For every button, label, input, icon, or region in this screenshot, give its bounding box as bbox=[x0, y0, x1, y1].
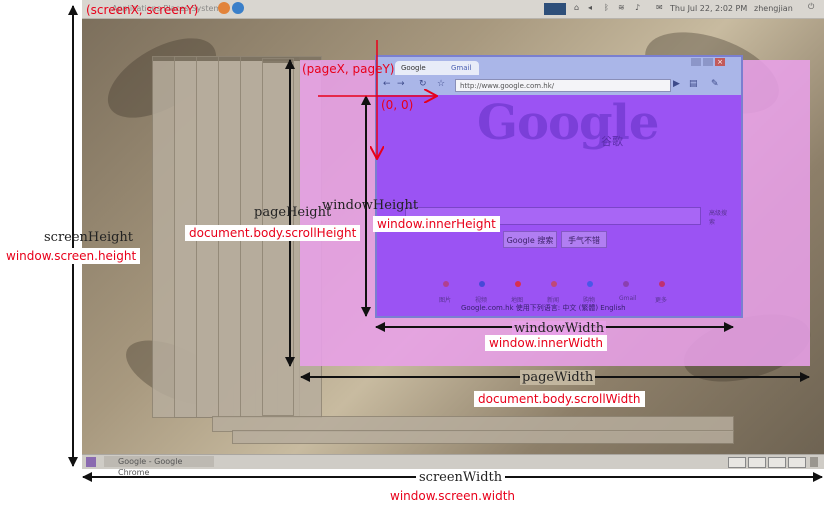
origin-label: (0, 0) bbox=[381, 98, 414, 112]
power-icon[interactable]: ⏻ bbox=[808, 2, 815, 11]
network-icon[interactable]: ⌂ bbox=[574, 3, 580, 12]
link-label[interactable]: 图片 bbox=[439, 297, 452, 304]
page-width-prop: document.body.scrollWidth bbox=[474, 391, 645, 407]
window-height-prop: window.innerHeight bbox=[373, 216, 500, 232]
link-label[interactable]: 地图 bbox=[511, 297, 524, 304]
forward-icon[interactable]: → bbox=[397, 79, 405, 89]
page-width-label: pageWidth bbox=[520, 370, 596, 385]
system-monitor-icon bbox=[544, 3, 566, 15]
link-dot bbox=[515, 281, 521, 287]
page-height-label: pageHeight bbox=[254, 205, 332, 220]
user-menu[interactable]: zhengjian bbox=[754, 4, 793, 13]
star-icon[interactable]: ☆ bbox=[437, 79, 446, 89]
link-dot bbox=[587, 281, 593, 287]
url-bar[interactable]: http://www.google.com.hk/ bbox=[455, 79, 671, 92]
clock[interactable]: Thu Jul 22, 2:02 PM bbox=[670, 4, 748, 13]
maximize-icon[interactable] bbox=[703, 58, 713, 66]
tab-google[interactable]: Google bbox=[395, 61, 479, 75]
screen-width-label: screenWidth bbox=[416, 470, 506, 485]
link-label[interactable]: Gmail bbox=[619, 295, 637, 302]
workspace-4[interactable] bbox=[788, 457, 806, 468]
workspace-2[interactable] bbox=[748, 457, 766, 468]
screen-height-prop: window.screen.height bbox=[2, 248, 141, 264]
screen-width-prop: window.screen.width bbox=[390, 489, 516, 503]
link-dot bbox=[551, 281, 557, 287]
page-height-prop: document.body.scrollHeight bbox=[185, 225, 361, 241]
bottom-panel: Google - Google Chrome bbox=[82, 454, 824, 477]
link-dot bbox=[659, 281, 665, 287]
link-label[interactable]: 新闻 bbox=[547, 297, 560, 304]
screen-xy-label: (screenX, screenY) bbox=[86, 3, 199, 17]
volume-icon[interactable]: ♪ bbox=[635, 3, 641, 12]
help-icon[interactable] bbox=[232, 2, 244, 14]
screen-height-label: screenHeight bbox=[44, 230, 134, 245]
trash-icon[interactable] bbox=[810, 457, 818, 467]
volume-icon[interactable]: ◂ bbox=[588, 3, 593, 12]
close-icon[interactable]: × bbox=[715, 58, 725, 66]
show-desktop-icon[interactable] bbox=[86, 457, 96, 467]
workspace-3[interactable] bbox=[768, 457, 786, 468]
link-dot bbox=[443, 281, 449, 287]
panel-menu[interactable]: Applications Places System bbox=[112, 4, 222, 13]
page-xy-label: (pageX, pageY) bbox=[302, 62, 395, 76]
link-dot bbox=[479, 281, 485, 287]
window-width-label: windowWidth bbox=[512, 321, 607, 336]
minimize-icon[interactable] bbox=[691, 58, 701, 66]
page-menu-icon[interactable]: ▤ bbox=[689, 79, 698, 89]
reload-icon[interactable]: ↻ bbox=[419, 79, 427, 89]
ghost-window-bottom bbox=[232, 430, 734, 444]
google-logo-sub: 谷歌 bbox=[601, 135, 623, 148]
workspace-1[interactable] bbox=[728, 457, 746, 468]
top-panel: Applications Places System ⌂ ◂ ᛒ ≋ ♪ ✉ T… bbox=[82, 0, 824, 19]
firefox-icon[interactable] bbox=[218, 2, 230, 14]
link-label[interactable]: 视频 bbox=[475, 297, 488, 304]
link-label[interactable]: 购物 bbox=[583, 297, 596, 304]
link-label[interactable]: 更多 bbox=[655, 297, 668, 304]
footer-text: Google.com.hk 使用下列语言: 中文 (繁體) English bbox=[461, 304, 626, 312]
browser-chrome: Google Gmail × ← → ↻ ☆ http://www.google… bbox=[377, 57, 741, 95]
wifi-icon[interactable]: ≋ bbox=[618, 3, 625, 12]
wrench-icon[interactable]: ✎ bbox=[711, 79, 719, 89]
google-logo: Google bbox=[477, 95, 659, 151]
lucky-button[interactable]: 手气不错 bbox=[561, 231, 607, 248]
browser-viewport: Google 谷歌 高级搜索 Google 搜索 手气不错 图片 视频 地图 新… bbox=[377, 95, 741, 316]
window-width-prop: window.innerWidth bbox=[485, 335, 607, 351]
search-button[interactable]: Google 搜索 bbox=[503, 231, 557, 248]
link-dot bbox=[623, 281, 629, 287]
mail-icon[interactable]: ✉ bbox=[656, 3, 663, 12]
back-icon[interactable]: ← bbox=[383, 79, 391, 89]
go-icon[interactable]: ▶ bbox=[673, 79, 680, 89]
window-height-label: windowHeight bbox=[322, 198, 419, 213]
tab-gmail[interactable]: Gmail bbox=[451, 64, 472, 72]
advanced-search-link[interactable]: 高级搜索 bbox=[709, 210, 728, 226]
bluetooth-icon[interactable]: ᛒ bbox=[604, 3, 609, 12]
